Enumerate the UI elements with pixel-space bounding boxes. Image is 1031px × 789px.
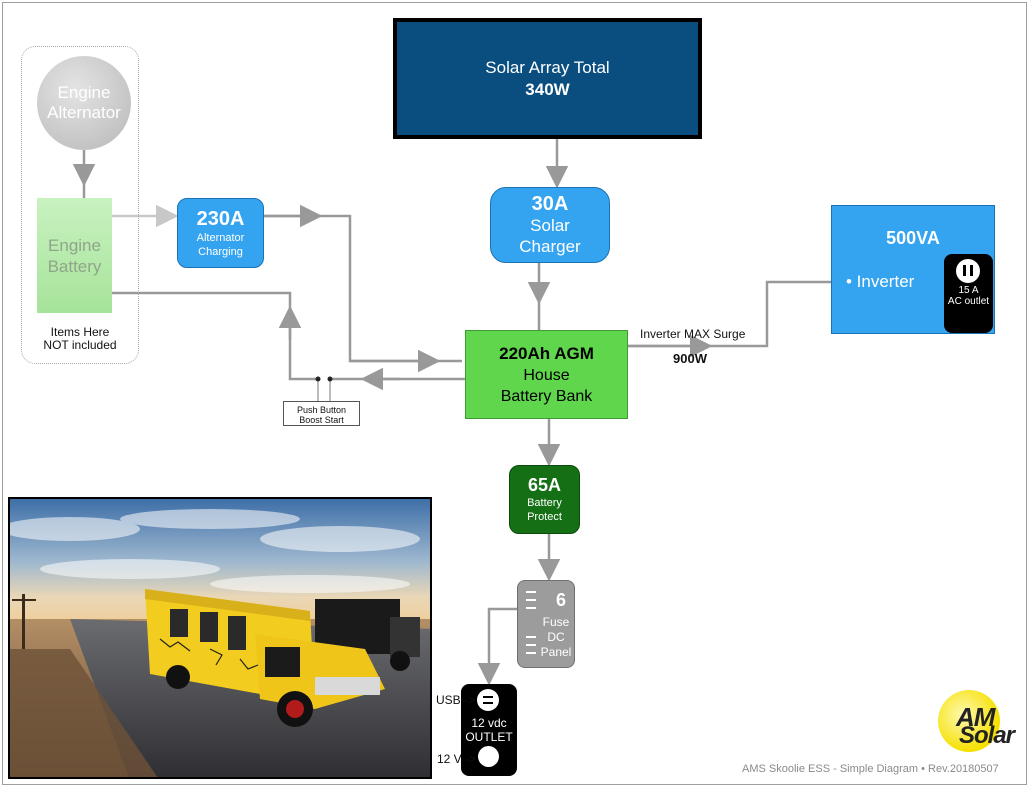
not-included-group bbox=[21, 46, 139, 364]
engine-battery-line2: Battery bbox=[47, 256, 102, 276]
photo-school-bus-art bbox=[10, 499, 430, 777]
dc-outlet-icon bbox=[478, 746, 499, 767]
alternator-charging-line1: Alternator bbox=[196, 231, 245, 244]
battery-protect-line2: Protect bbox=[527, 511, 562, 523]
amsolar-logo bbox=[938, 690, 1000, 752]
engine-alternator-line2: Alternator bbox=[47, 103, 121, 122]
inverter-rating: 500VA bbox=[886, 228, 940, 248]
fuse-count: 6 bbox=[556, 590, 567, 610]
usb-port-icon bbox=[477, 689, 499, 711]
inverter-surge-label: Inverter MAX Surge bbox=[640, 327, 746, 341]
house-battery-capacity: 220Ah AGM bbox=[499, 343, 594, 363]
amsolar-logo-solar: Solar bbox=[959, 722, 1015, 749]
solar-array-title: Solar Array Total bbox=[485, 57, 610, 77]
engine-alternator-line1: Engine bbox=[57, 83, 111, 102]
ac-outlet-label: 15 A AC outlet bbox=[944, 285, 993, 307]
solar-charger-line1: Solar bbox=[530, 215, 570, 235]
alternator-charging-line2: Charging bbox=[198, 245, 243, 258]
solar-charger-amps: 30A bbox=[531, 192, 569, 215]
push-button-boost-start: Push Button Boost Start bbox=[283, 401, 360, 426]
solar-charger: 30A Solar Charger bbox=[490, 187, 610, 263]
battery-protect: 65A Battery Protect bbox=[509, 465, 580, 534]
battery-protect-amps: 65A bbox=[527, 475, 562, 495]
fuse-dc-panel bbox=[517, 580, 575, 668]
engine-battery-line1: Engine bbox=[48, 235, 101, 255]
solar-array-watts: 340W bbox=[525, 79, 570, 99]
fuse-panel-line2: DC bbox=[547, 630, 565, 644]
push-button-line1: Push Button bbox=[296, 405, 347, 415]
photo-school-bus bbox=[8, 497, 432, 779]
solar-charger-line2: Charger bbox=[519, 236, 581, 256]
fuse-panel-label: Fuse DC Panel bbox=[536, 615, 576, 660]
ac-outlet-line1: 15 A bbox=[958, 285, 979, 296]
inverter-label: • Inverter bbox=[846, 272, 915, 291]
dc-outlet-line1: 12 vdc bbox=[471, 716, 507, 730]
house-battery-line2: Battery Bank bbox=[500, 387, 593, 405]
inverter-surge-value: 900W bbox=[673, 351, 707, 366]
dc-outlet-line2: OUTLET bbox=[465, 730, 513, 744]
alternator-charging-amps: 230A bbox=[196, 207, 245, 230]
amsolar-logo-am: AM bbox=[956, 702, 995, 732]
wire-fuse-to-outlet bbox=[477, 607, 517, 686]
ac-outlet-line2: AC outlet bbox=[947, 296, 990, 307]
not-included-line2: NOT included bbox=[43, 338, 117, 352]
not-included-line1: Items Here bbox=[50, 325, 110, 339]
wire-alt-charging-to-house bbox=[264, 214, 462, 363]
wire-engine-battery-to-boost bbox=[112, 291, 318, 381]
push-button-line2: Boost Start bbox=[299, 415, 344, 425]
engine-alternator: Engine Alternator bbox=[37, 56, 131, 150]
usb-port-label: USB -> bbox=[436, 693, 476, 707]
fuse-panel-line3: Panel bbox=[540, 645, 572, 659]
solar-array: Solar Array Total 340W bbox=[393, 18, 702, 139]
house-battery-line1: House bbox=[523, 366, 570, 384]
v12-port-label: 12 V -> bbox=[437, 752, 477, 766]
fuse-panel-line1: Fuse bbox=[542, 615, 570, 629]
dc-outlet-label: 12 vdc OUTLET bbox=[461, 716, 517, 744]
alternator-charging: 230A Alternator Charging bbox=[177, 198, 264, 268]
ac-outlet-icon bbox=[956, 259, 980, 283]
not-included-note: Items Here NOT included bbox=[24, 326, 136, 352]
battery-protect-line1: Battery bbox=[527, 497, 562, 509]
engine-battery: Engine Battery bbox=[37, 198, 112, 313]
house-battery-bank: 220Ah AGM House Battery Bank bbox=[465, 330, 628, 419]
footer-caption: AMS Skoolie ESS - Simple Diagram • Rev.2… bbox=[742, 763, 999, 775]
